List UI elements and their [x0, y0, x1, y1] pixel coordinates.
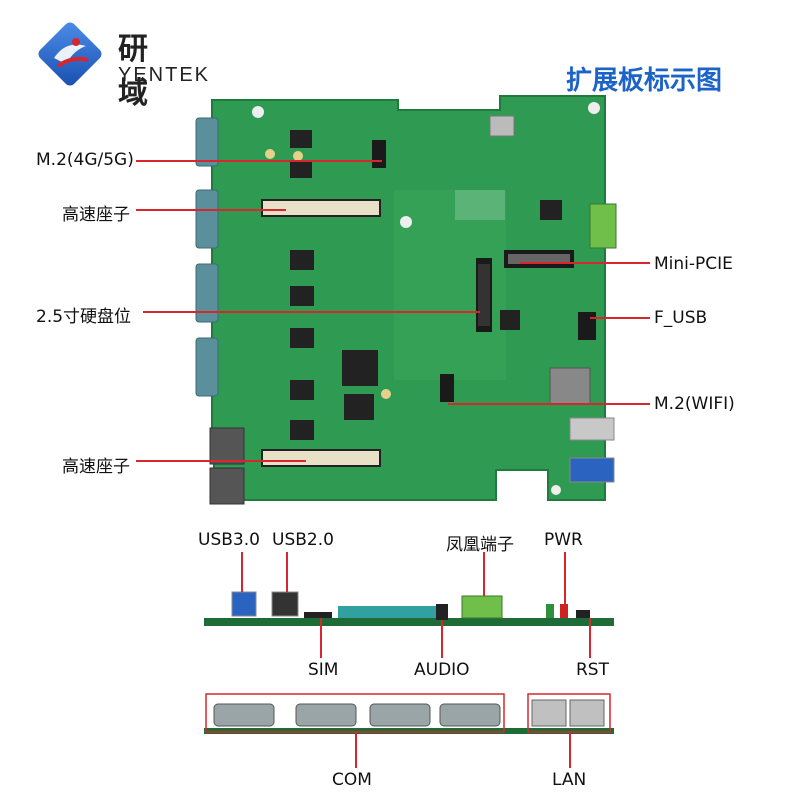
label-usb2: USB2.0 [272, 530, 334, 550]
label-lan: LAN [552, 770, 587, 790]
label-usb3: USB3.0 [198, 530, 260, 550]
label-phoenix-terminal: 凤凰端子 [446, 535, 514, 555]
label-high-speed-connector-top: 高速座子 [62, 205, 130, 225]
serial-port-icon [195, 117, 219, 397]
callout-line [143, 311, 480, 313]
label-m2-4g5g: M.2(4G/5G) [36, 150, 134, 170]
callout-line [136, 209, 286, 211]
callout-line [136, 460, 306, 462]
page-title: 扩展板标示图 [566, 66, 723, 96]
callout-line [286, 552, 288, 592]
callout-line [569, 732, 571, 768]
callout-line [589, 618, 591, 658]
logo-icon [38, 22, 102, 86]
callout-line [241, 552, 243, 592]
label-rst: RST [576, 660, 609, 680]
label-com: COM [332, 770, 372, 790]
callout-line [441, 620, 443, 658]
brand-name-en: YENTEK [118, 64, 211, 86]
side-view-board [204, 591, 614, 626]
label-high-speed-connector-bottom: 高速座子 [62, 457, 130, 477]
ethernet-icon [209, 427, 245, 505]
callout-line [564, 552, 566, 604]
label-audio: AUDIO [414, 660, 470, 680]
callout-line [355, 732, 357, 768]
callout-line [590, 317, 650, 319]
callout-line [136, 160, 382, 162]
logo: 研 域 YENTEK [36, 20, 216, 111]
callout-line [448, 403, 650, 405]
callout-line [483, 552, 485, 596]
label-sim: SIM [308, 660, 339, 680]
callout-line [320, 618, 322, 658]
rear-view-board [204, 699, 614, 734]
label-hdd-slot: 2.5寸硬盘位 [36, 307, 132, 327]
label-f-usb: F_USB [654, 308, 708, 328]
usb-icon [549, 367, 615, 483]
brand-name-cn: 研 域 [118, 32, 158, 111]
callout-line [520, 262, 650, 264]
label-mini-pcie: Mini-PCIE [654, 254, 733, 274]
label-pwr: PWR [544, 530, 583, 550]
label-m2-wifi: M.2(WIFI) [654, 394, 735, 414]
